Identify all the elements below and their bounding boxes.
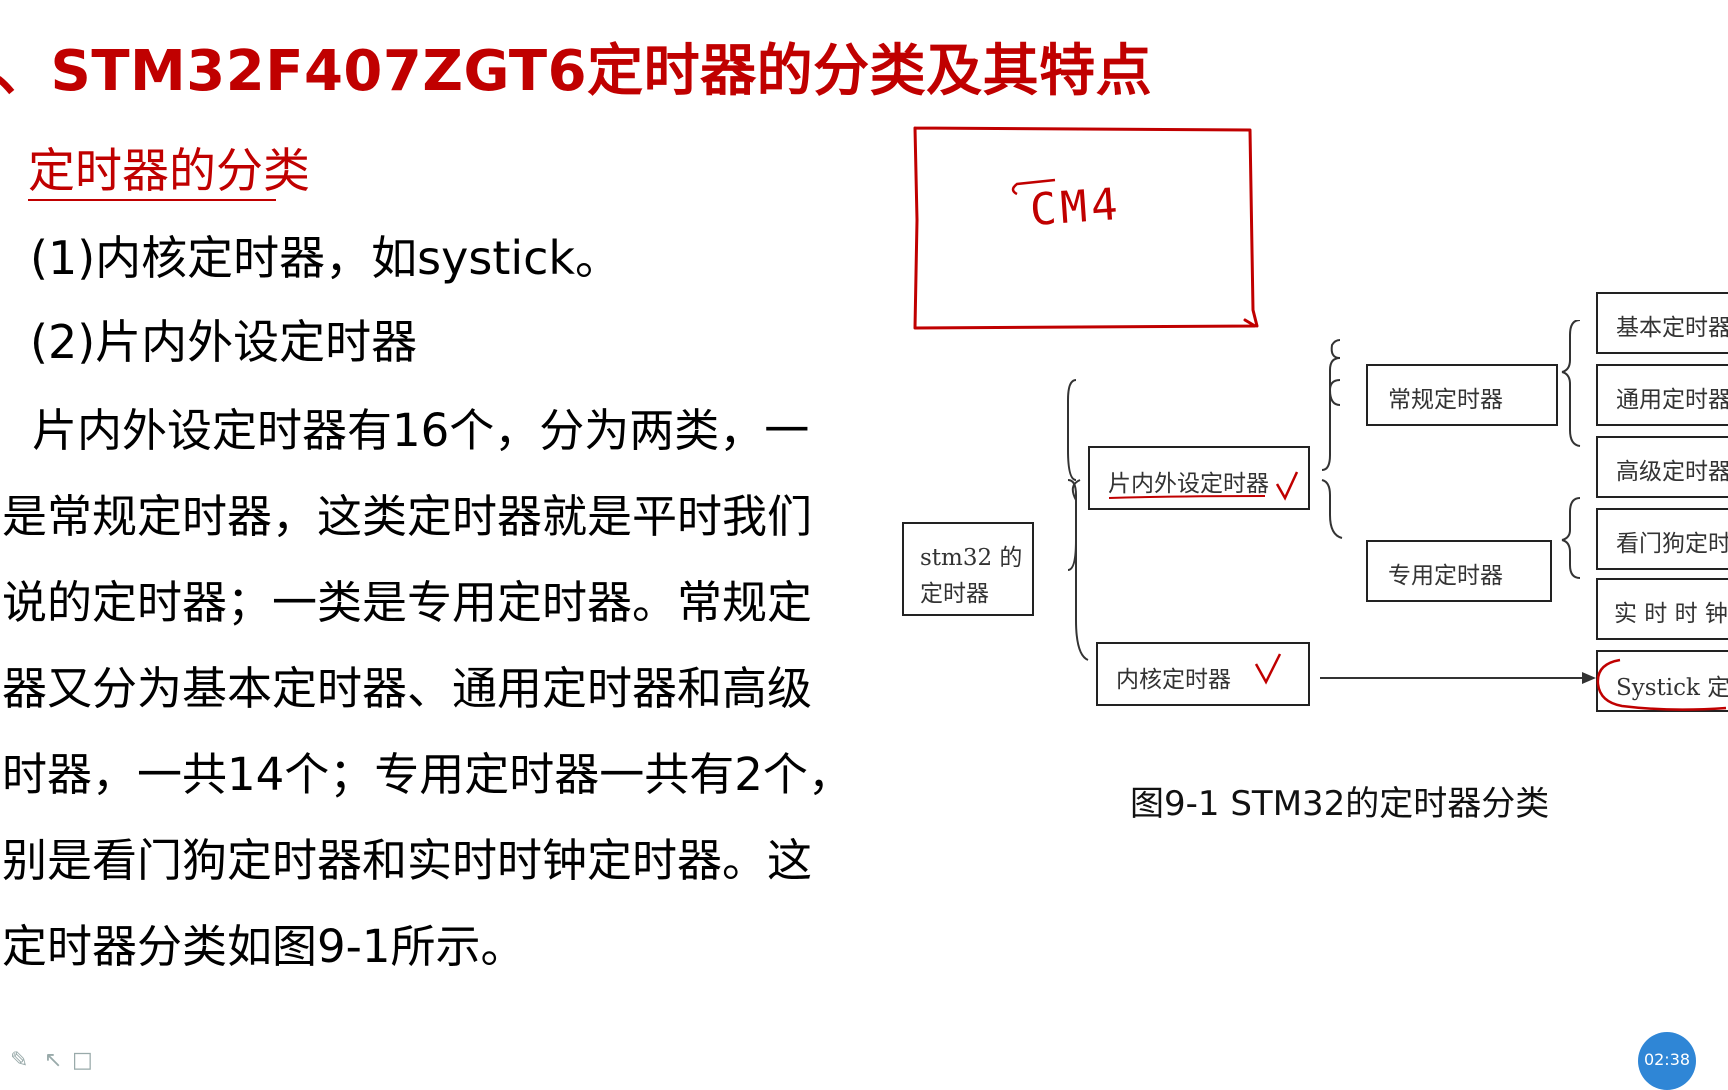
section-heading: 定时器的分类 <box>28 144 310 199</box>
peripheral-annotation <box>1108 471 1299 501</box>
diagram-caption: 图9-1 STM32的定时器分类 <box>1130 784 1550 824</box>
diagram-core-label: 内核定时器 <box>1116 667 1231 693</box>
diagram-advanced-label: 高级定时器 <box>1616 459 1728 485</box>
annotation-box <box>913 126 1259 330</box>
diagram-peripheral-box: 片内外设定时器 <box>1088 446 1310 510</box>
pointer-icon[interactable]: ↖ <box>44 1048 63 1073</box>
paragraph-line: 定时器分类如图9-1所示。 <box>2 920 526 973</box>
section-underline <box>28 199 276 201</box>
diagram-general-box: 通用定时器 <box>1596 364 1728 426</box>
diagram-general-label: 通用定时器 <box>1616 387 1728 413</box>
slide-title: 、STM32F407ZGT6定时器的分类及其特点 <box>0 39 1153 104</box>
diagram-root-box: stm32 的 定时器 <box>902 522 1034 616</box>
diagram-peripheral-label: 片内外设定时器 <box>1108 471 1269 497</box>
diagram-watchdog-box: 看门狗定时器 <box>1596 508 1728 570</box>
diagram-regular-box: 常规定时器 <box>1366 364 1558 426</box>
camera-icon[interactable]: □ <box>72 1048 93 1073</box>
diagram-systick-label: Systick 定时器 <box>1616 675 1728 701</box>
diagram-root-line1: stm32 的 <box>920 545 1023 571</box>
diagram-special-box: 专用定时器 <box>1366 540 1552 602</box>
systick-annotation <box>1596 658 1727 711</box>
cm4-handwriting: CM4 <box>1028 178 1124 237</box>
diagram-special-label: 专用定时器 <box>1388 563 1503 589</box>
paragraph-line: 片内外设定时器有16个，分为两类，一 <box>32 404 810 457</box>
diagram-basic-box: 基本定时器 <box>1596 292 1728 354</box>
paragraph-line: 器又分为基本定时器、通用定时器和高级 <box>2 662 813 715</box>
diagram-rtc-box: 实 时 时 钟 <box>1596 578 1728 640</box>
diagram-root-line2: 定时器 <box>920 581 989 607</box>
item-peripheral-timer: (2)片内外设定时器 <box>30 315 418 369</box>
playback-time-badge[interactable]: 02:38 <box>1638 1032 1696 1090</box>
diagram-core-box: 内核定时器 <box>1096 642 1310 706</box>
paragraph-line: 时器，一共14个；专用定时器一共有2个， <box>2 748 853 801</box>
paragraph-line: 别是看门狗定时器和实时时钟定时器。这 <box>2 834 813 887</box>
diagram-advanced-box: 高级定时器 <box>1596 436 1728 498</box>
diagram-basic-label: 基本定时器 <box>1616 315 1728 341</box>
core-checkmark <box>1254 653 1282 685</box>
item-core-timer: (1)内核定时器，如systick。 <box>30 231 622 285</box>
diagram-regular-label: 常规定时器 <box>1388 387 1503 413</box>
diagram-watchdog-label: 看门狗定时器 <box>1616 531 1728 557</box>
diagram-connectors <box>1067 320 1596 684</box>
diagram-rtc-label: 实 时 时 钟 <box>1614 601 1728 627</box>
paragraph-line: 是常规定时器，这类定时器就是平时我们 <box>2 490 813 543</box>
paragraph-line: 说的定时器；一类是专用定时器。常规定 <box>2 576 813 629</box>
pen-icon[interactable]: ✎ <box>10 1048 29 1073</box>
